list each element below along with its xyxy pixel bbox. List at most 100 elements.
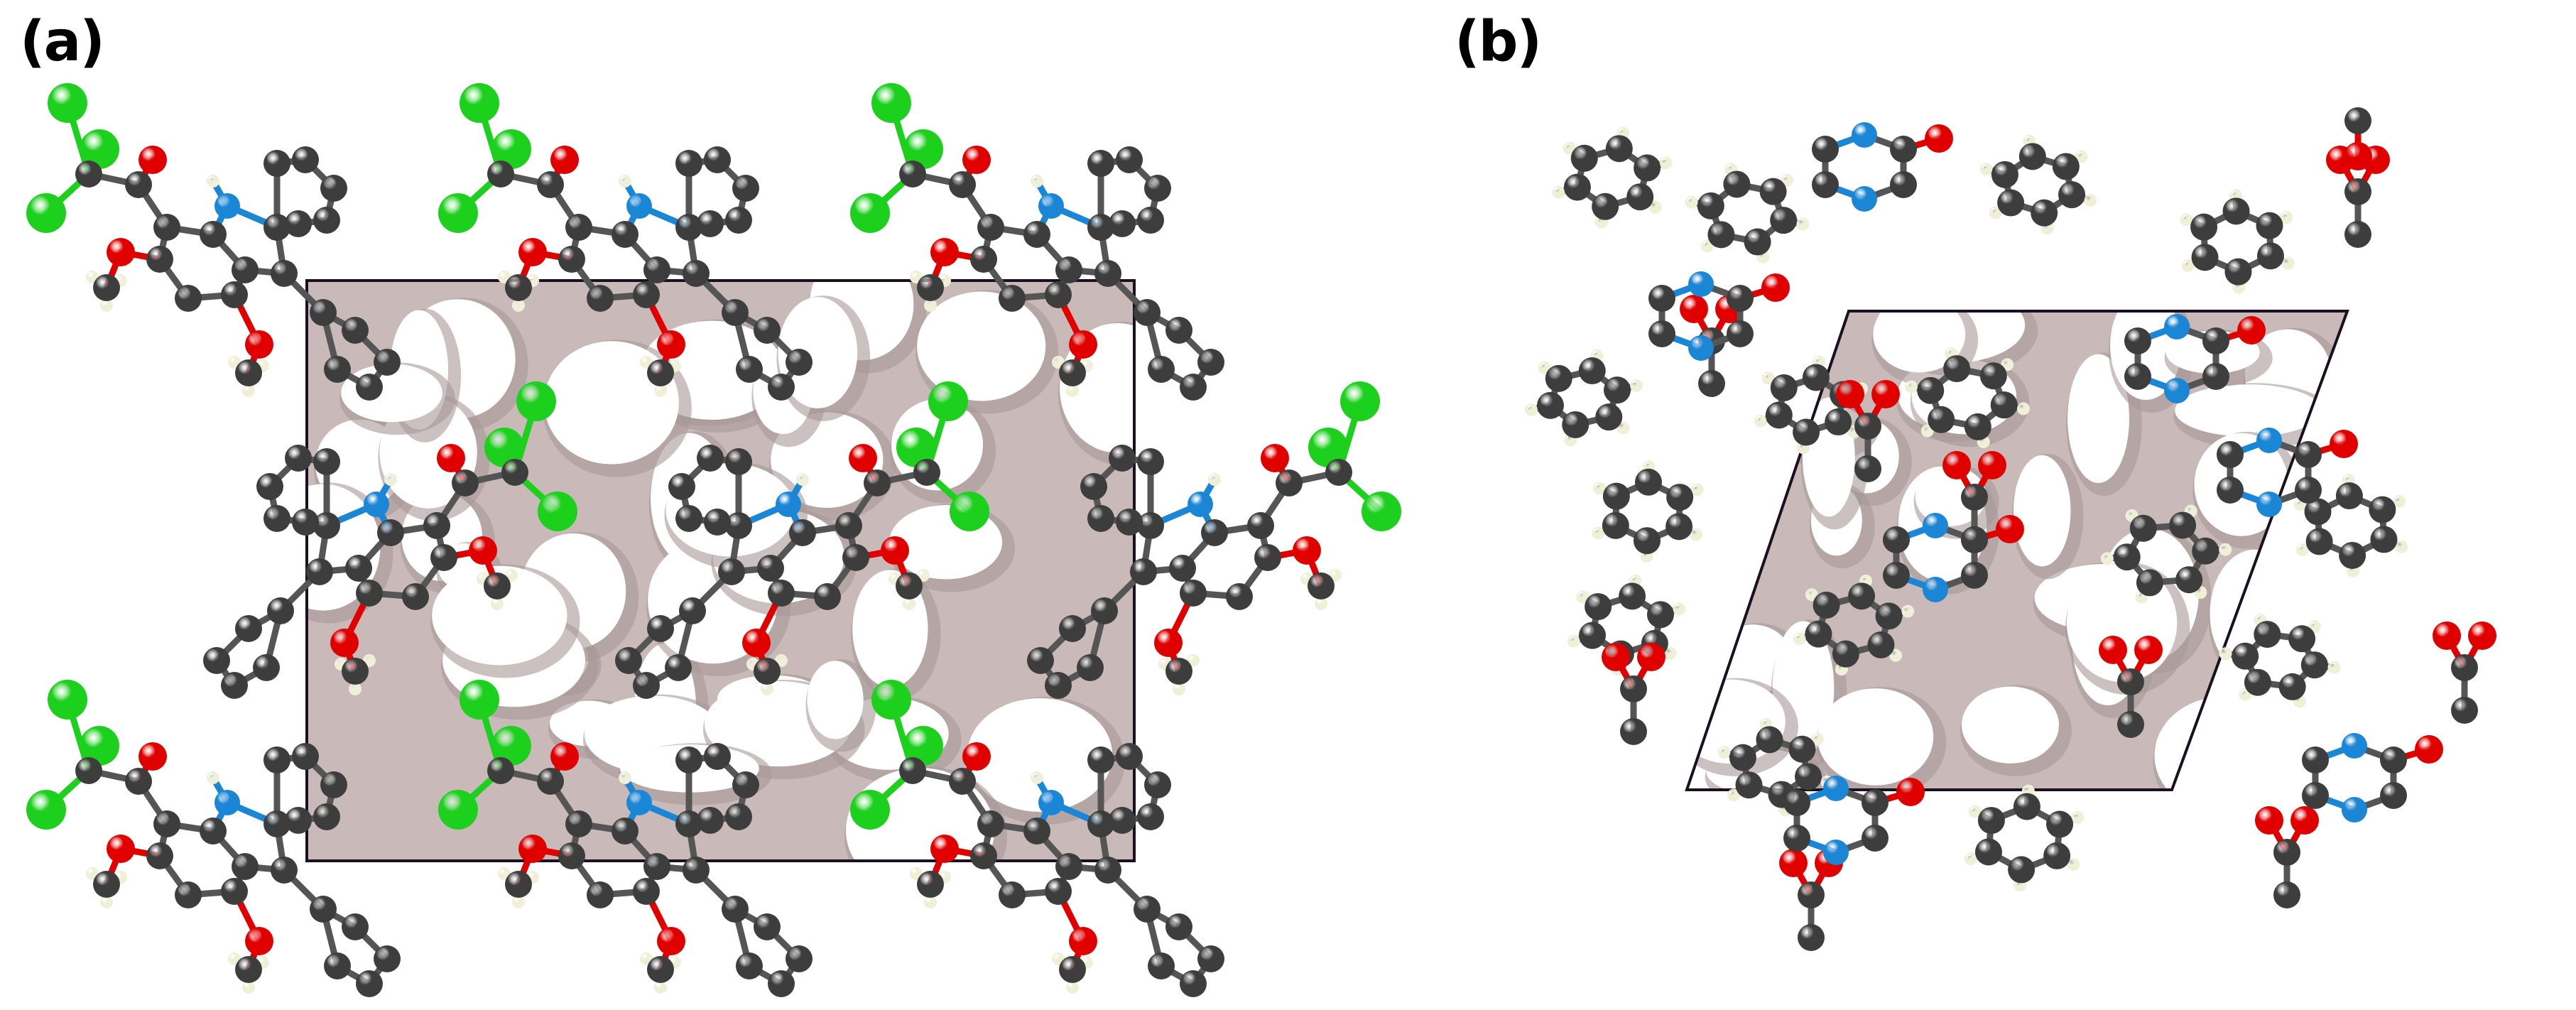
carbon-atom-icon (1812, 171, 1839, 198)
hydrogen-atom-icon (1989, 206, 2002, 219)
carbon-atom-icon (1633, 527, 1661, 555)
chlorine-atom-icon (26, 193, 66, 233)
chlorine-atom-icon (903, 726, 943, 766)
hydrogen-atom-icon (1754, 414, 1767, 428)
carbon-atom-icon (1116, 743, 1143, 770)
chlorine-atom-icon (516, 381, 556, 421)
molecule (615, 381, 989, 699)
carbon-atom-icon (2288, 625, 2316, 653)
carbon-atom-icon (2217, 477, 2244, 504)
carbon-atom-icon (1990, 391, 2018, 419)
carbon-atom-icon (1917, 376, 1945, 404)
oxygen-atom-icon (2290, 806, 2319, 835)
carbon-atom-icon (725, 512, 752, 539)
hydrogen-atom-icon (1663, 646, 1677, 660)
oxygen-atom-icon (2468, 621, 2496, 650)
panel-b: (b) (1413, 0, 2576, 1010)
carbon-atom-icon (736, 952, 763, 979)
carbon-atom-icon (221, 878, 248, 905)
carbon-atom-icon (505, 871, 532, 898)
carbon-atom-icon (175, 881, 202, 908)
carbon-atom-icon (970, 246, 997, 273)
carbon-atom-icon (1087, 214, 1114, 241)
chlorine-atom-icon (850, 790, 890, 830)
oxygen-atom-icon (1680, 295, 1708, 323)
carbon-atom-icon (2451, 697, 2478, 724)
carbon-atom-icon (1943, 355, 1971, 383)
oxygen-atom-icon (138, 146, 167, 174)
carbon-atom-icon (1605, 135, 1633, 163)
carbon-atom-icon (2232, 642, 2259, 670)
panel-a: (a) (20, 10, 1401, 997)
carbon-atom-icon (736, 356, 763, 383)
carbon-atom-icon (647, 956, 674, 983)
oxygen-atom-icon (849, 444, 877, 472)
carbon-atom-icon (2124, 327, 2151, 354)
carbon-atom-icon (342, 317, 369, 344)
hydrogen-atom-icon (924, 896, 937, 908)
carbon-atom-icon (722, 299, 749, 326)
carbon-atom-icon (704, 146, 731, 173)
carbon-atom-icon (675, 150, 702, 177)
carbon-atom-icon (899, 161, 926, 188)
carbon-atom-icon (1134, 299, 1161, 326)
carbon-atom-icon (643, 853, 670, 880)
oxygen-atom-icon (469, 536, 497, 565)
hydrogen-atom-icon (2219, 647, 2232, 661)
carbon-atom-icon (1635, 468, 1663, 496)
carbon-atom-icon (704, 743, 731, 770)
carbon-atom-icon (2169, 511, 2197, 539)
chlorine-atom-icon (460, 680, 499, 720)
carbon-atom-icon (1854, 413, 1881, 440)
oxygen-atom-icon (2415, 735, 2443, 764)
oxygen-atom-icon (657, 927, 685, 955)
carbon-atom-icon (1756, 726, 1783, 754)
hydrogen-atom-icon (1901, 604, 1915, 618)
carbon-atom-icon (153, 214, 180, 241)
carbon-atom-icon (1144, 175, 1171, 202)
carbon-atom-icon (1735, 771, 1763, 799)
hydrogen-atom-icon (2280, 211, 2293, 224)
molecule (1027, 381, 1401, 699)
hydrogen-atom-icon (1673, 602, 1686, 616)
carbon-atom-icon (1867, 631, 1895, 658)
carbon-atom-icon (1997, 189, 2025, 217)
carbon-atom-icon (675, 810, 702, 837)
oxygen-atom-icon (1761, 273, 1790, 302)
carbon-atom-icon (1723, 170, 1751, 198)
carbon-atom-icon (1744, 228, 1771, 256)
carbon-atom-icon (1570, 144, 1598, 172)
nitrogen-atom-icon (1823, 840, 1849, 865)
carbon-atom-icon (558, 842, 585, 869)
carbon-atom-icon (1759, 178, 1787, 205)
carbon-atom-icon (2369, 496, 2396, 523)
carbon-atom-icon (93, 871, 120, 898)
nitrogen-atom-icon (626, 790, 652, 815)
hydrogen-atom-icon (512, 896, 525, 908)
hydrogen-atom-icon (100, 896, 113, 908)
carbon-atom-icon (2129, 514, 2157, 542)
oxygen-atom-icon (330, 629, 359, 657)
hydrogen-atom-icon (1796, 217, 1810, 231)
carbon-atom-icon (1727, 285, 1754, 312)
hydrogen-atom-icon (1173, 683, 1185, 695)
hydrogen-atom-icon (1563, 141, 1576, 155)
chlorine-atom-icon (460, 83, 499, 123)
carbon-atom-icon (732, 175, 759, 202)
oxygen-atom-icon (1637, 643, 1665, 671)
carbon-atom-icon (612, 818, 638, 845)
carbon-atom-icon (285, 445, 312, 472)
carbon-atom-icon (754, 317, 781, 344)
nitrogen-atom-icon (1188, 492, 1213, 517)
carbon-atom-icon (487, 161, 514, 188)
carbon-atom-icon (2278, 673, 2306, 700)
carbon-atom-icon (1802, 364, 1830, 391)
chlorine-atom-icon (491, 726, 531, 766)
molecule (203, 381, 577, 699)
carbon-atom-icon (146, 842, 173, 869)
hydrogen-atom-icon (349, 683, 362, 695)
oxygen-atom-icon (2237, 316, 2266, 344)
oxygen-atom-icon (1925, 124, 1953, 153)
carbon-atom-icon (1087, 505, 1114, 532)
carbon-atom-icon (342, 658, 369, 685)
